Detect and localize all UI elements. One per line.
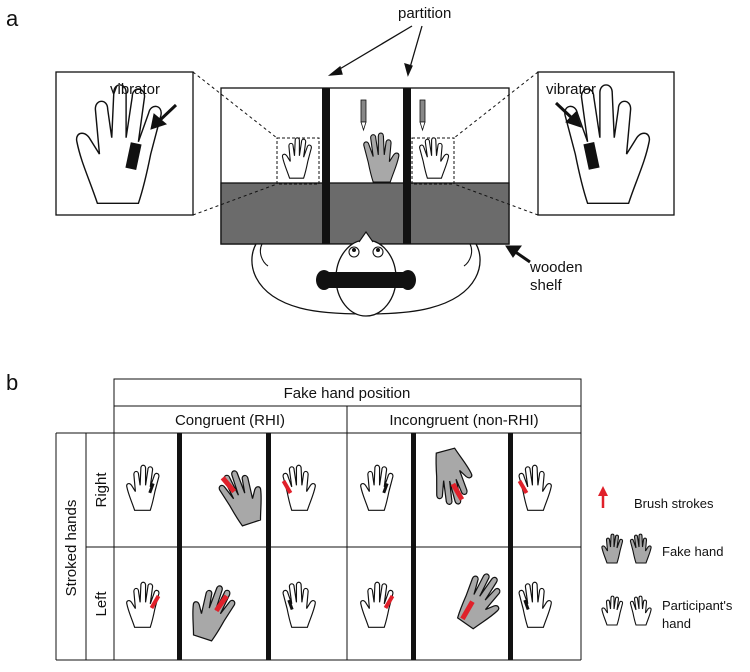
row-label-left: Left xyxy=(93,591,110,617)
vibrator-mark xyxy=(382,482,389,494)
shelf-label: shelf xyxy=(530,277,563,294)
legend: Brush strokes Fake hand Participant's ha… xyxy=(598,486,733,631)
brush-icon xyxy=(419,99,426,132)
legend-participant-label: Participant's xyxy=(662,598,733,613)
header-incongruent: Incongruent (non-RHI) xyxy=(389,412,538,429)
vibrator-left-label: vibrator xyxy=(110,81,160,98)
participant-hand-legend-icon xyxy=(601,595,624,626)
fake-hand-legend-icon xyxy=(629,533,652,564)
brush-stroke-mark xyxy=(220,476,237,494)
partition-left xyxy=(322,88,330,244)
wooden-label: wooden xyxy=(529,259,583,276)
header-congruent: Congruent (RHI) xyxy=(175,412,285,429)
row-group-stroked-hands: Stroked hands xyxy=(63,500,80,597)
fake-hand-icon xyxy=(425,445,479,510)
brush-stroke-mark xyxy=(214,594,229,613)
header-fake-hand-position: Fake hand position xyxy=(284,385,411,402)
vibrator-right-label: vibrator xyxy=(546,81,596,98)
participant-hand-icon xyxy=(360,464,394,511)
partition-label: partition xyxy=(398,5,451,22)
brush-stroke-mark xyxy=(450,482,465,501)
legend-brush-label: Brush strokes xyxy=(634,496,714,511)
brush-icon xyxy=(360,99,367,132)
legend-participant-label-2: hand xyxy=(662,616,691,631)
vibrator-right-arrow xyxy=(554,101,582,128)
shelf-arrow xyxy=(505,245,531,264)
partition-arrows xyxy=(327,25,423,77)
vibrator-mark xyxy=(148,482,155,494)
partition-right xyxy=(403,88,411,244)
vibrator-right-icon xyxy=(583,142,600,170)
participant-hand-icon xyxy=(282,581,316,628)
table-partitions xyxy=(177,433,513,660)
fake-hand-icon xyxy=(183,579,240,645)
brush-stroke-mark xyxy=(281,479,293,495)
brush-stroke-mark xyxy=(383,594,395,610)
vibrator-mark xyxy=(523,599,530,611)
row-label-right: Right xyxy=(93,472,110,508)
fake-hand-legend-icon xyxy=(601,533,624,564)
participant-figure xyxy=(251,231,481,317)
table-frame xyxy=(55,378,582,661)
brush-stroke-mark xyxy=(149,594,161,610)
brush-stroke-mark xyxy=(460,600,475,621)
legend-fake-hand-label: Fake hand xyxy=(662,544,723,559)
participant-hand-icon xyxy=(126,464,160,511)
participant-hand-legend-icon xyxy=(629,595,652,626)
vibrator-left-icon xyxy=(125,142,142,170)
brush-stroke-mark xyxy=(517,479,529,495)
vibrator-mark xyxy=(287,599,294,611)
panel-b-letter: b xyxy=(6,370,18,395)
brush-stroke-legend-icon xyxy=(598,486,608,508)
fake-hand-icon xyxy=(214,464,271,530)
zoom-lines xyxy=(192,71,539,216)
participant-hand-icon xyxy=(518,581,552,628)
panel-a-letter: a xyxy=(6,6,19,31)
vibrator-left-arrow xyxy=(150,103,178,130)
fake-hand-icon xyxy=(448,566,514,635)
